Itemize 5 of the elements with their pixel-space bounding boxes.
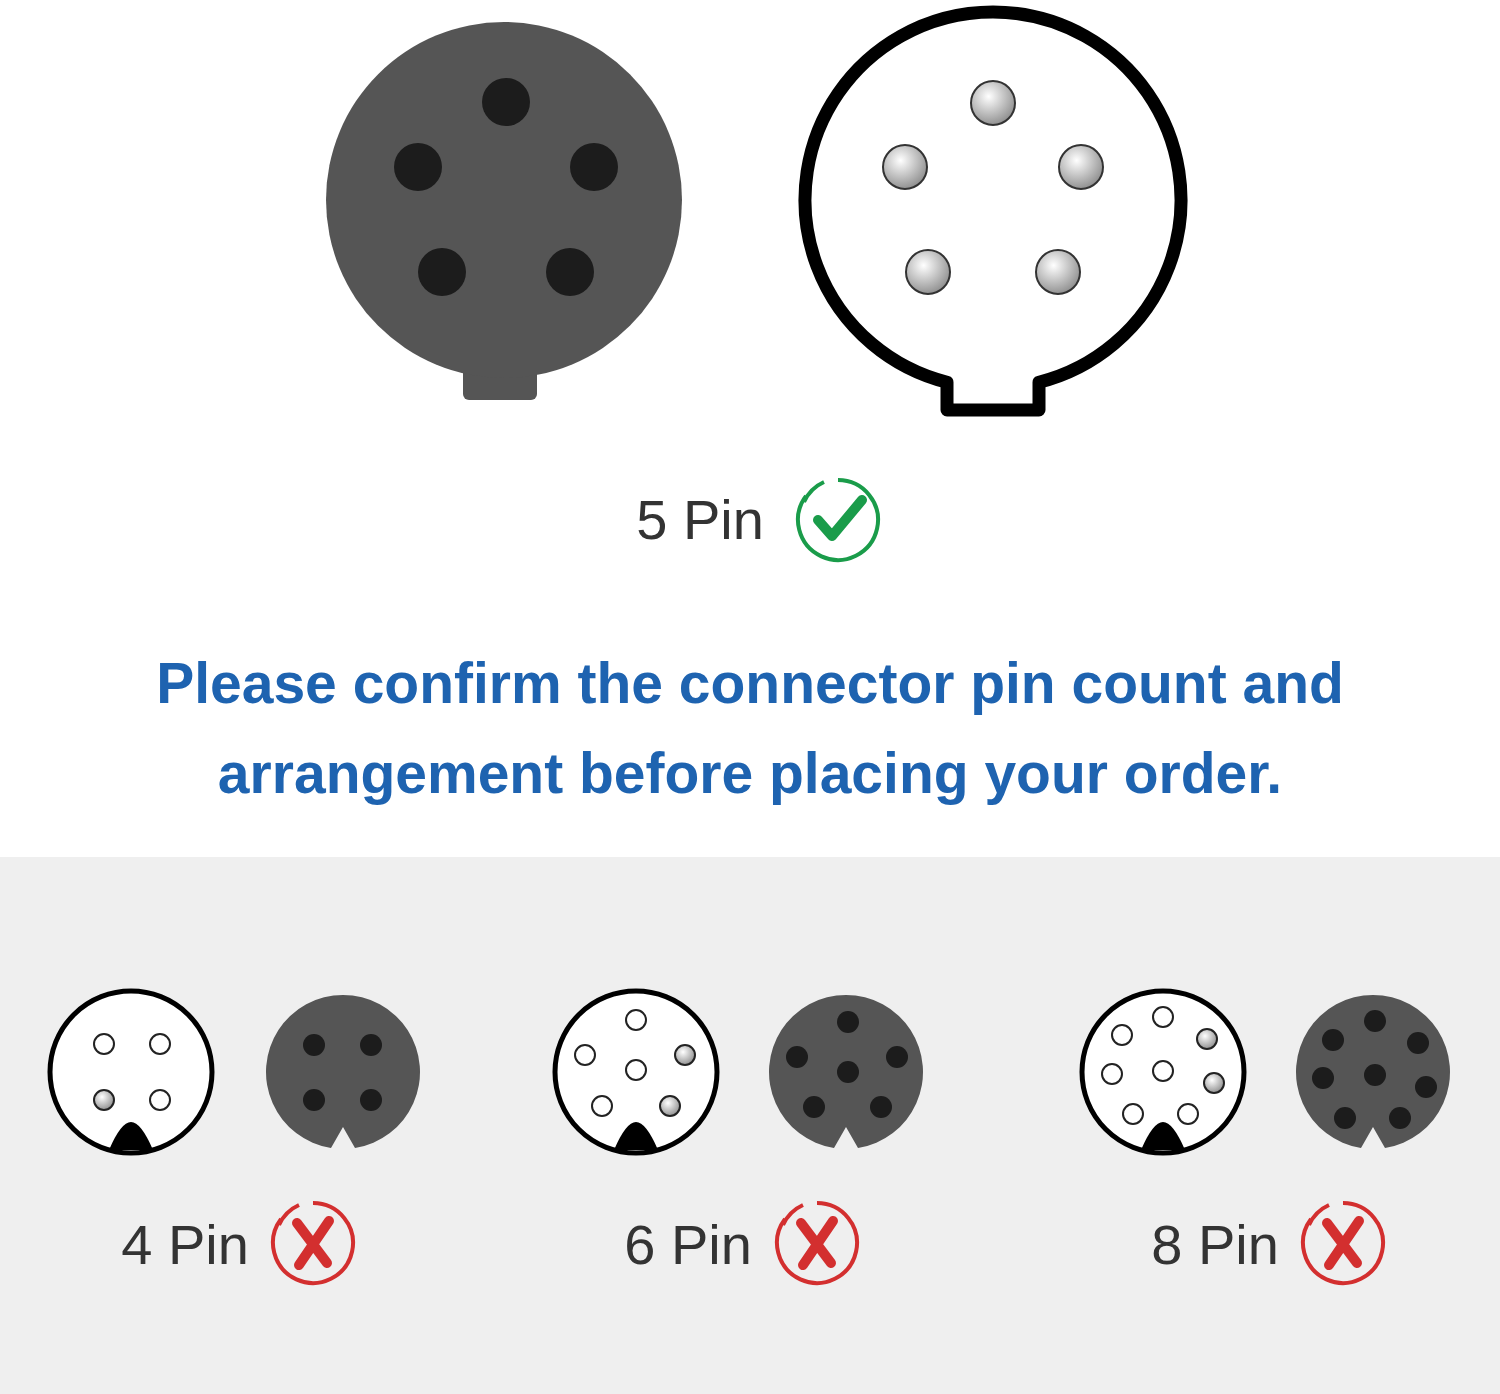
- pin-count-label: 6 Pin: [624, 1214, 752, 1276]
- instruction-text: Please confirm the connector pin count and arrangement before placing your order.: [155, 650, 1345, 807]
- pin-count-label: 4 Pin: [121, 1214, 249, 1276]
- pin-count-label: 5 Pin: [636, 489, 764, 551]
- pin-count-label: 8 Pin: [1151, 1214, 1279, 1276]
